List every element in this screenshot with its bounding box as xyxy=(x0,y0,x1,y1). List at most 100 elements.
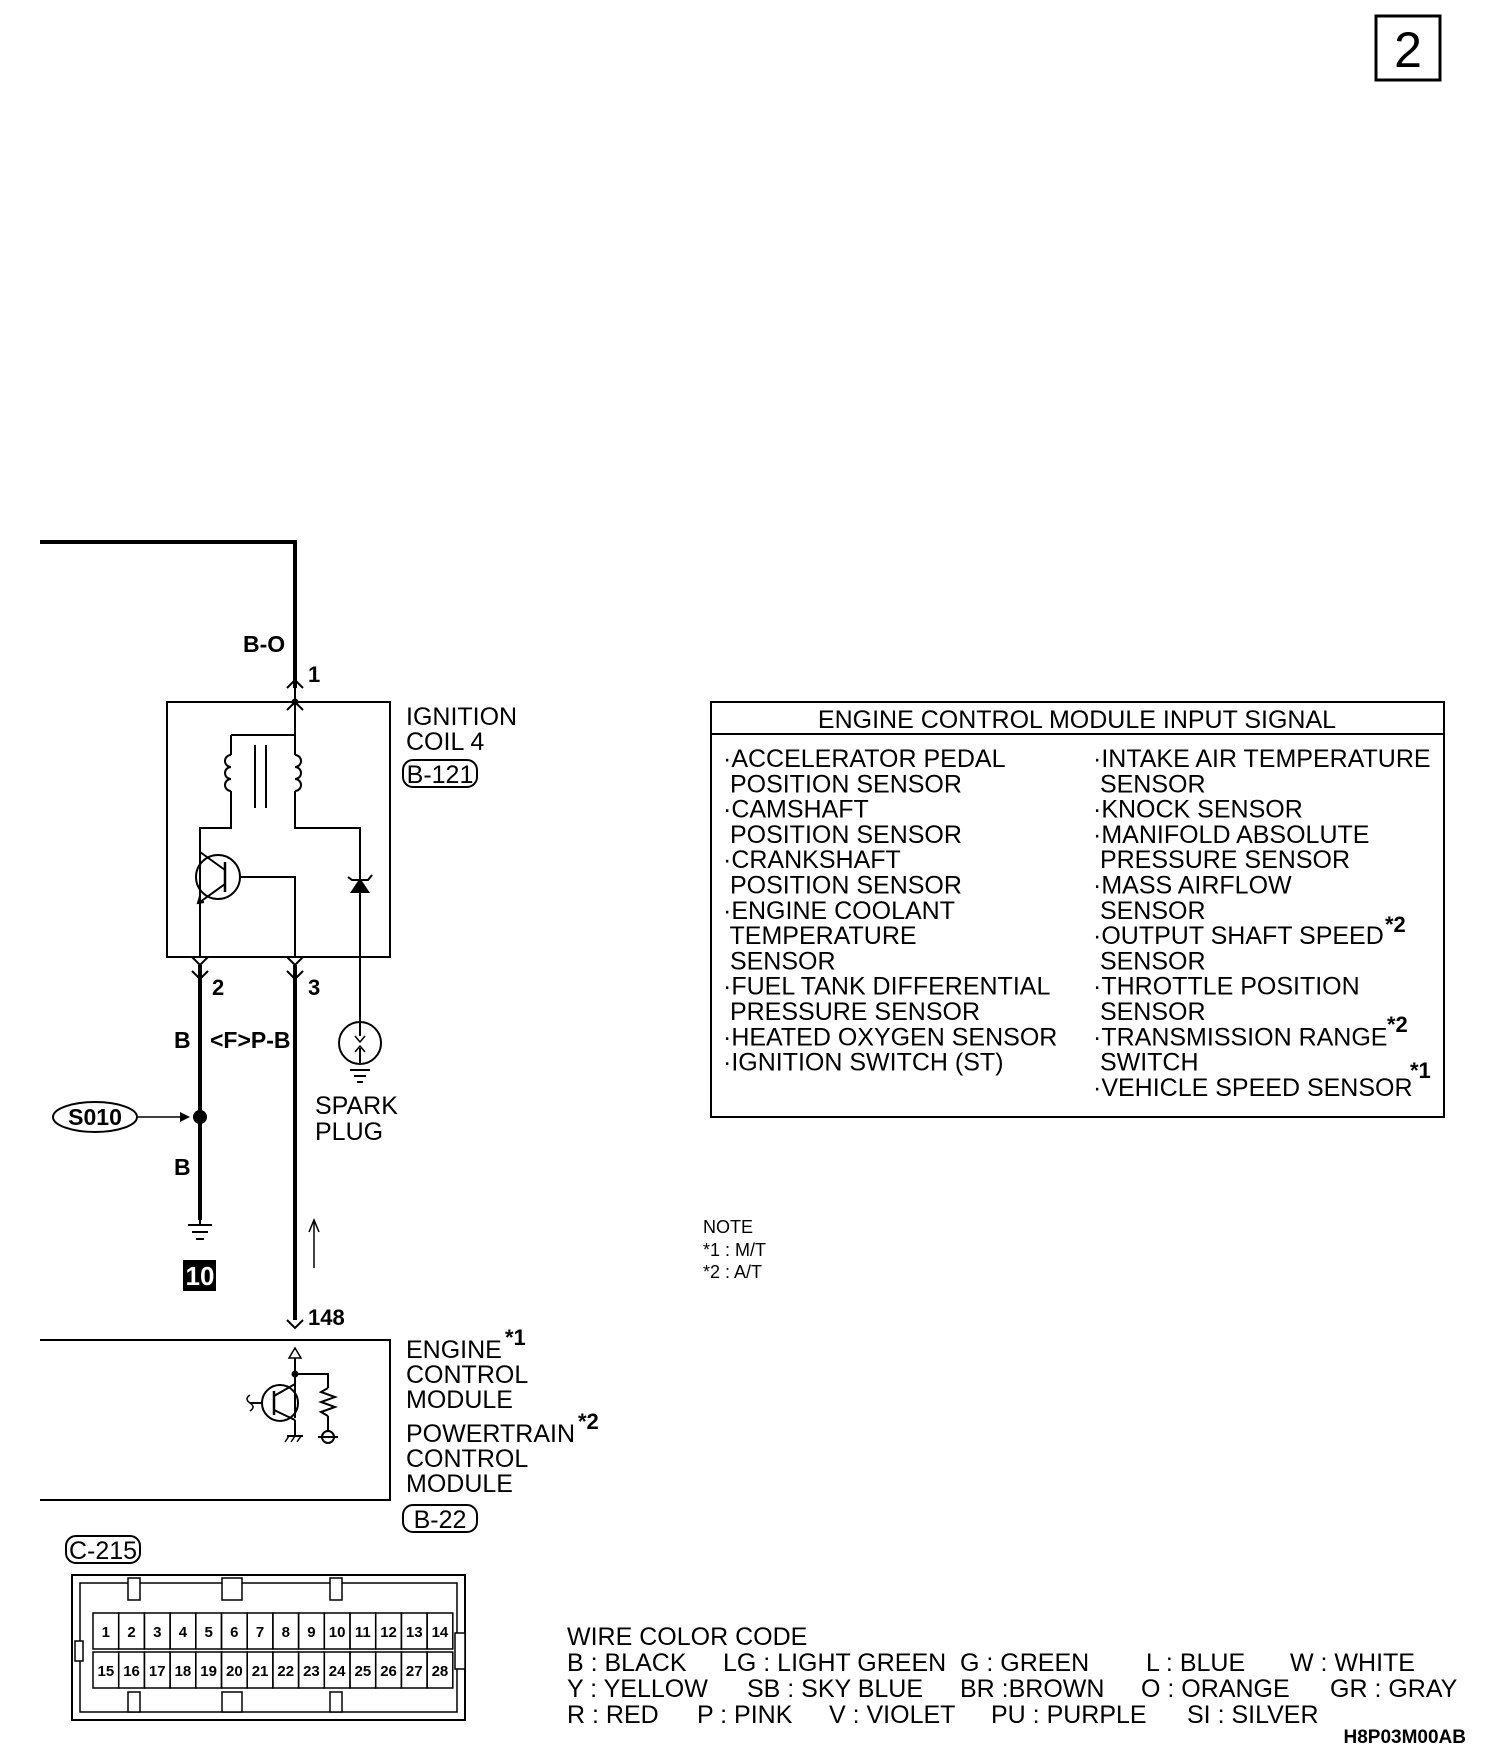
signal-left-line: SENSOR xyxy=(723,947,836,975)
module-connector: B-22 xyxy=(414,1506,467,1534)
c215-pin-number: 18 xyxy=(175,1663,192,1680)
signal-left-line: ·CRANKSHAFT xyxy=(723,846,901,874)
c215-pin-number: 19 xyxy=(200,1663,217,1680)
module-line2: CONTROL xyxy=(406,1361,528,1389)
module-pin: 148 xyxy=(308,1305,345,1330)
c215-pin-number: 8 xyxy=(282,1624,290,1641)
wire-color-entry: W : WHITE xyxy=(1290,1649,1415,1677)
signal-right-line: ·INTAKE AIR TEMPERATURE xyxy=(1093,745,1431,773)
c215-pin-number: 9 xyxy=(307,1624,315,1641)
module-line6: MODULE xyxy=(406,1470,513,1498)
coil-name-line1: IGNITION xyxy=(406,703,517,731)
ground-icon xyxy=(188,1220,212,1240)
signal-left-line: ·ENGINE COOLANT xyxy=(723,897,955,925)
c215-pin-number: 26 xyxy=(380,1663,397,1680)
wire-color-entry: Y : YELLOW xyxy=(567,1675,708,1703)
pin-148-arrow xyxy=(286,1319,304,1330)
wire-color-entry: V : VIOLET xyxy=(829,1701,955,1729)
module-connector-badge xyxy=(402,1504,478,1533)
zener-diode xyxy=(350,878,370,893)
c215-pin-number: 25 xyxy=(355,1663,372,1680)
wire-color-entry: SB : SKY BLUE xyxy=(747,1675,923,1703)
c215-badge xyxy=(65,1535,141,1564)
coil-name-line2: COIL 4 xyxy=(406,728,484,756)
signal-right-line: ·KNOCK SENSOR xyxy=(1093,796,1303,824)
spark-plug-icon xyxy=(338,893,382,1083)
mark-transmission-range: *2 xyxy=(1387,1012,1408,1037)
wire-color-entry: L : BLUE xyxy=(1146,1649,1245,1677)
wire-color-entry: G : GREEN xyxy=(960,1649,1089,1677)
wire-label-right: <F>P-B xyxy=(210,1027,291,1053)
signal-right-line: SENSOR xyxy=(1093,998,1206,1026)
wire-color-title: WIRE COLOR CODE xyxy=(567,1623,807,1651)
c215-pin-number: 2 xyxy=(127,1624,135,1641)
signal-left-line: ·CAMSHAFT xyxy=(723,796,869,824)
c215-pin-cell xyxy=(426,1612,454,1650)
signal-left-line: PRESSURE SENSOR xyxy=(723,998,980,1026)
note-title: NOTE xyxy=(703,1217,753,1237)
spark-plug-line2: PLUG xyxy=(315,1118,383,1146)
c215-label: C-215 xyxy=(69,1537,137,1565)
signal-right-line: SENSOR xyxy=(1093,947,1206,975)
signal-right-line: ·VEHICLE SPEED SENSOR xyxy=(1093,1074,1413,1102)
note-line2: *2 : A/T xyxy=(703,1262,762,1282)
wire-color-entry: SI : SILVER xyxy=(1187,1701,1319,1729)
wire-color-entry: B : BLACK xyxy=(567,1649,687,1677)
ground-point: 10 xyxy=(186,1261,215,1291)
c215-pin-number: 5 xyxy=(204,1624,212,1641)
module-star1: *1 xyxy=(505,1325,526,1350)
secondary-winding xyxy=(294,754,302,792)
primary-winding xyxy=(224,754,232,792)
c215-pin-number: 27 xyxy=(406,1663,423,1680)
signal-right-line: ·MASS AIRFLOW xyxy=(1093,872,1292,900)
signal-left-line: ·HEATED OXYGEN SENSOR xyxy=(723,1023,1057,1051)
signal-right-line: ·TRANSMISSION RANGE xyxy=(1093,1023,1387,1051)
wire-label-ground: B xyxy=(174,1154,191,1180)
signal-right-line: SENSOR xyxy=(1093,897,1206,925)
signal-right-line: ·THROTTLE POSITION xyxy=(1093,973,1360,1001)
coil-pin-2: 2 xyxy=(212,975,224,1000)
input-signal-title: ENGINE CONTROL MODULE INPUT SIGNAL xyxy=(818,706,1336,734)
c215-pin-number: 6 xyxy=(230,1624,238,1641)
wire-label-top: B-O xyxy=(243,631,285,657)
signal-left-line: ·IGNITION SWITCH (ST) xyxy=(723,1049,1004,1077)
c215-pin-number: 22 xyxy=(277,1663,294,1680)
module-line5: CONTROL xyxy=(406,1445,528,1473)
signal-left-line: ·ACCELERATOR PEDAL xyxy=(723,745,1006,773)
signal-left-line: POSITION SENSOR xyxy=(723,872,962,900)
wire-color-entry: P : PINK xyxy=(697,1701,793,1729)
c215-pin-number: 10 xyxy=(329,1624,346,1641)
mark-vehicle-speed: *1 xyxy=(1410,1058,1431,1083)
wire-color-entry: GR : GRAY xyxy=(1330,1675,1458,1703)
c215-pin-number: 24 xyxy=(329,1663,346,1680)
c215-pin-number: 11 xyxy=(355,1624,371,1641)
module-line1: ENGINE xyxy=(406,1336,502,1364)
note-line1: *1 : M/T xyxy=(703,1240,766,1260)
page-number: 2 xyxy=(1394,22,1422,78)
c215-pin-number: 3 xyxy=(153,1624,161,1641)
splice-badge xyxy=(52,1101,138,1133)
ignition-coil xyxy=(166,688,391,958)
c215-pin-number: 17 xyxy=(149,1663,166,1680)
signal-right-line: ·OUTPUT SHAFT SPEED xyxy=(1093,922,1384,950)
wire-color-entry: O : ORANGE xyxy=(1141,1675,1290,1703)
signal-left-line: TEMPERATURE xyxy=(723,922,917,950)
wire-color-entry: PU : PURPLE xyxy=(991,1701,1147,1729)
diagram-code: H8P03M00AB xyxy=(1344,1727,1467,1748)
coil-connector: B-121 xyxy=(407,761,474,789)
input-signal-table: ENGINE CONTROL MODULE INPUT SIGNAL ·ACCE… xyxy=(710,701,1445,1118)
splice-label: S010 xyxy=(68,1104,122,1130)
c215-pin-number: 12 xyxy=(380,1624,397,1641)
c215-pin-number: 15 xyxy=(98,1663,115,1680)
module-line4: POWERTRAIN xyxy=(406,1420,575,1448)
coil-transistor xyxy=(195,854,241,900)
c215-pin-number: 28 xyxy=(432,1663,449,1680)
ground-point-badge xyxy=(183,1260,216,1291)
pin-1-arrow xyxy=(286,678,304,689)
signal-right-line: SWITCH xyxy=(1093,1049,1199,1077)
signal-left-line: ·FUEL TANK DIFFERENTIAL xyxy=(723,973,1050,1001)
splice-dot xyxy=(193,1110,207,1124)
c215-pin-number: 16 xyxy=(123,1663,140,1680)
c215-pin-number: 13 xyxy=(406,1624,423,1641)
